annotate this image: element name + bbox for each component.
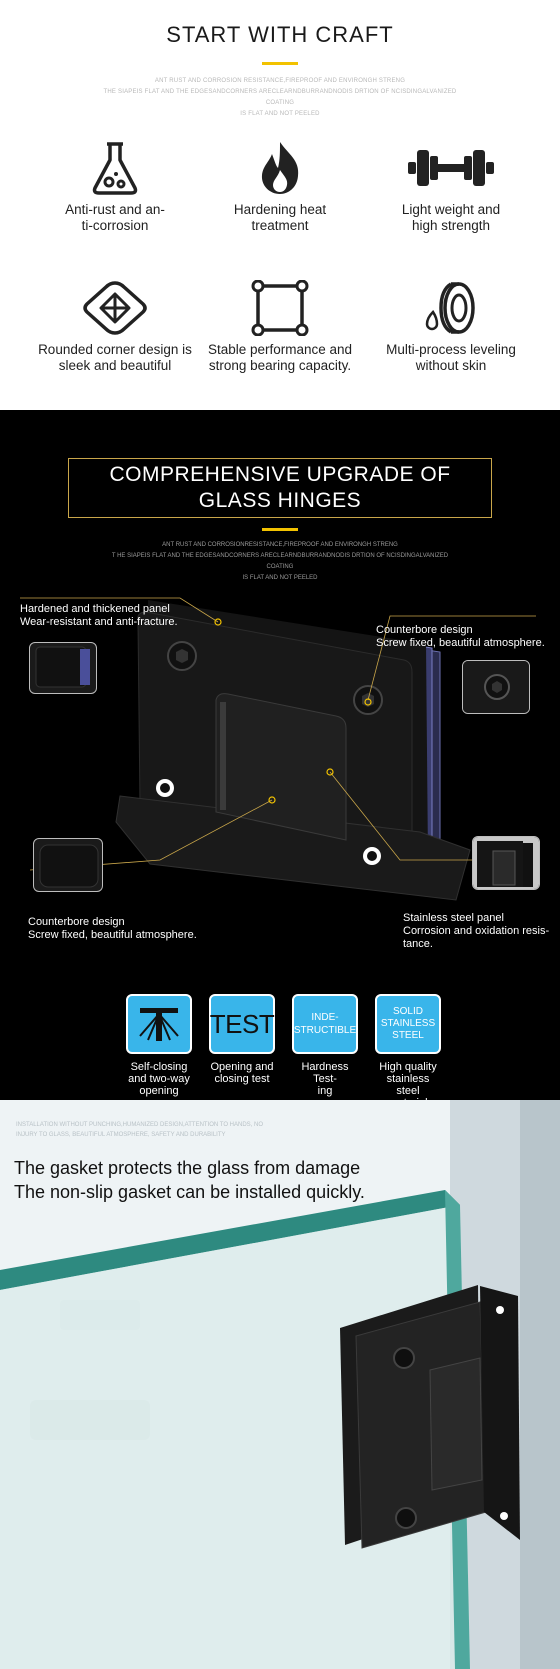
glass-scene-image	[0, 1100, 560, 1669]
title-underline	[262, 62, 298, 65]
detail-thumbnail-panel	[29, 642, 97, 694]
badge-label: Self-closing and two-way opening	[128, 1061, 190, 1097]
badge-stainless-steel: SOLID STAINLESS STEEL High quality stain…	[375, 994, 441, 1109]
flask-icon	[92, 142, 138, 195]
feature-label: Stable performance and strong bearing ca…	[207, 342, 353, 373]
self-closing-icon	[126, 994, 192, 1054]
install-note: INSTALLATION WITHOUT PUNCHING,HUMANIZED …	[16, 1122, 264, 1138]
callout-panel: Hardened and thickened panel Wear-resist…	[20, 603, 178, 628]
feature-light-weight: Light weight and high strength	[366, 140, 536, 234]
craft-subtitle: ANT RUST AND CORROSION RESISTANCE,FIREPR…	[103, 78, 457, 117]
feature-label: Light weight and high strength	[401, 202, 501, 233]
feature-label: Multi-process leveling without skin	[386, 342, 516, 373]
dumbbell-icon	[408, 150, 494, 186]
upgrade-section: COMPREHENSIVE UPGRADE OF GLASS HINGES AN…	[0, 410, 560, 1109]
badge-self-closing: Self-closing and two-way opening	[126, 994, 192, 1097]
badge-test: TEST Opening and closing test	[209, 994, 275, 1085]
craft-title: START WITH CRAFT	[166, 22, 394, 47]
callout-counterbore-left: Counterbore design Screw fixed, beautifu…	[28, 916, 197, 941]
feature-rounded-corner: Rounded corner design is sleek and beaut…	[30, 280, 200, 374]
feature-anti-rust: Anti-rust and an- ti-corrosion	[30, 140, 200, 234]
test-icon: TEST	[209, 994, 275, 1054]
detail-thumbnail-screw	[462, 660, 530, 714]
gasket-headline: The gasket protects the glass from damag…	[14, 1158, 365, 1202]
detail-thumbnail-steel	[472, 836, 540, 890]
badge-label: Opening and closing test	[210, 1061, 274, 1085]
feature-label: Hardening heat treatment	[233, 202, 327, 233]
flame-icon	[261, 142, 299, 194]
feature-label: Rounded corner design is sleek and beaut…	[38, 342, 192, 373]
upgrade-title: COMPREHENSIVE UPGRADE OF GLASS HINGES	[109, 463, 451, 512]
callout-counterbore-right: Counterbore design Screw fixed, beautifu…	[376, 624, 545, 649]
upgrade-subtitle: ANT RUST AND CORROSIONRESISTANCE,FIREPRO…	[111, 542, 449, 581]
feature-leveling: Multi-process leveling without skin	[366, 280, 536, 374]
indestructible-icon: INDE- STRUCTIBLE	[292, 994, 358, 1054]
craft-section: START WITH CRAFT ANT RUST AND CORROSION …	[0, 0, 560, 410]
badge-indestructible: INDE- STRUCTIBLE Hardness Test- ing	[292, 994, 358, 1097]
detail-thumbnail-corner	[33, 838, 103, 892]
feature-label: Anti-rust and an- ti-corrosion	[65, 202, 165, 233]
badge-label: Hardness Test- ing	[301, 1061, 349, 1097]
steel-icon: SOLID STAINLESS STEEL	[375, 994, 441, 1054]
gasket-section: INSTALLATION WITHOUT PUNCHING,HUMANIZED …	[0, 1100, 560, 1669]
hinge-illustration	[20, 597, 536, 901]
feature-stable: Stable performance and strong bearing ca…	[195, 280, 365, 374]
square-nodes-icon	[251, 280, 309, 336]
tape-roll-icon	[425, 282, 475, 334]
rounded-corner-icon	[83, 281, 147, 335]
feature-hardening: Hardening heat treatment	[195, 140, 365, 234]
title-frame	[68, 458, 492, 518]
title-underline	[262, 528, 298, 531]
callout-steel-panel: Stainless steel panel Corrosion and oxid…	[403, 912, 550, 950]
